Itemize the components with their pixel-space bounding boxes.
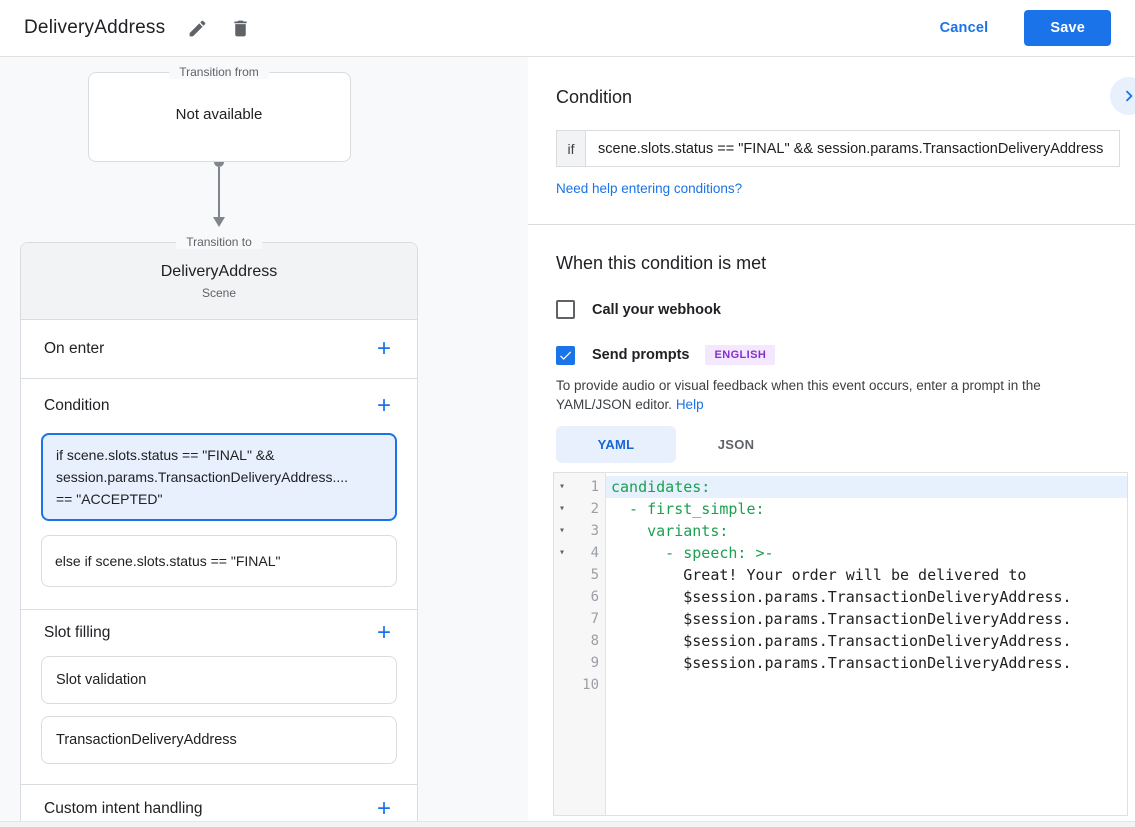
custom-intent-label: Custom intent handling bbox=[44, 800, 203, 817]
condition-section-label: Condition bbox=[44, 397, 110, 414]
fold-arrow-icon[interactable]: ▾ bbox=[558, 547, 566, 558]
call-webhook-label: Call your webhook bbox=[592, 301, 721, 318]
transition-from-value: Not available bbox=[175, 105, 263, 123]
edit-icon[interactable] bbox=[187, 18, 208, 39]
slot-filling-section: Slot filling + Slot validation Transacti… bbox=[21, 609, 417, 784]
code-line: 9 $session.params.TransactionDeliveryAdd… bbox=[590, 654, 1072, 672]
arrow-dot bbox=[214, 157, 224, 167]
fold-arrow-icon[interactable]: ▾ bbox=[558, 481, 566, 492]
condition-section: Condition + if scene.slots.status == "FI… bbox=[21, 378, 417, 587]
send-prompts-label: Send prompts bbox=[592, 347, 690, 363]
arrow-head-icon bbox=[213, 217, 225, 227]
chevron-right-icon bbox=[1125, 90, 1133, 102]
cancel-button[interactable]: Cancel bbox=[930, 12, 999, 44]
condition-section-row[interactable]: Condition + bbox=[21, 379, 417, 433]
transition-from-label: Transition from bbox=[169, 65, 269, 79]
condition-line: session.params.TransactionDeliveryAddres… bbox=[56, 469, 349, 485]
language-badge: ENGLISH bbox=[705, 345, 776, 365]
condition-line: else if scene.slots.status == "FINAL" bbox=[55, 553, 281, 569]
on-enter-row[interactable]: On enter + bbox=[21, 320, 417, 378]
arrow-line bbox=[218, 167, 220, 217]
horizontal-scrollbar[interactable] bbox=[0, 821, 1135, 827]
tab-json[interactable]: JSON bbox=[717, 437, 755, 452]
fold-arrow-icon[interactable]: ▾ bbox=[558, 525, 566, 536]
condition-line: if scene.slots.status == "FINAL" && bbox=[56, 447, 275, 463]
scene-type: Scene bbox=[201, 285, 237, 300]
slot-filling-label: Slot filling bbox=[44, 624, 111, 641]
scene-name: DeliveryAddress bbox=[160, 262, 278, 280]
add-on-enter-icon[interactable]: + bbox=[376, 335, 391, 362]
code-line: 8 $session.params.TransactionDeliveryAdd… bbox=[590, 632, 1072, 650]
yaml-code-editor[interactable]: ▾1 candidates: ▾2 - first_simple: ▾3 var… bbox=[553, 472, 1128, 816]
transition-to-label: Transition to bbox=[176, 235, 262, 249]
save-button[interactable]: Save bbox=[1024, 10, 1111, 46]
top-bar: DeliveryAddress Cancel Save bbox=[0, 0, 1135, 57]
add-slot-icon[interactable]: + bbox=[376, 619, 391, 646]
condition-panel-title: Condition bbox=[556, 87, 633, 107]
transition-arrow bbox=[20, 157, 418, 228]
code-line: ▾3 variants: bbox=[554, 520, 1127, 542]
on-enter-label: On enter bbox=[44, 340, 105, 357]
webhook-row: Call your webhook bbox=[556, 300, 1107, 319]
code-line: ▾2 - first_simple: bbox=[554, 498, 1127, 520]
scene-card-header[interactable]: DeliveryAddress Scene bbox=[21, 243, 417, 320]
condition-line: == "ACCEPTED" bbox=[56, 491, 163, 507]
prompt-description: To provide audio or visual feedback when… bbox=[556, 376, 1118, 414]
help-link[interactable]: Help bbox=[675, 397, 704, 412]
transaction-delivery-address-card[interactable]: TransactionDeliveryAddress bbox=[41, 716, 397, 764]
editor-tabs: YAML JSON bbox=[556, 426, 1107, 463]
condition-detail-panel: Condition if scene.slots.status == "FINA… bbox=[528, 57, 1135, 827]
condition-card-else[interactable]: else if scene.slots.status == "FINAL" bbox=[41, 535, 397, 587]
checkmark-icon bbox=[560, 351, 572, 360]
delete-icon[interactable] bbox=[230, 18, 251, 39]
prompt-description-text: To provide audio or visual feedback when… bbox=[556, 378, 1041, 412]
fold-arrow-icon[interactable]: ▾ bbox=[558, 503, 566, 514]
transition-from-box[interactable]: Transition from Not available bbox=[87, 65, 351, 162]
custom-intent-row[interactable]: Custom intent handling + bbox=[21, 784, 417, 827]
condition-card-selected[interactable]: if scene.slots.status == "FINAL" && sess… bbox=[41, 433, 397, 521]
condition-help-link[interactable]: Need help entering conditions? bbox=[556, 181, 743, 196]
when-condition-title: When this condition is met bbox=[556, 253, 767, 273]
call-webhook-checkbox[interactable] bbox=[556, 300, 575, 319]
slot-validation-card[interactable]: Slot validation bbox=[41, 656, 397, 704]
scene-diagram-panel: Transition from Not available Transition… bbox=[0, 57, 528, 827]
condition-expression-input[interactable]: scene.slots.status == "FINAL" && session… bbox=[585, 130, 1120, 167]
add-condition-icon[interactable]: + bbox=[376, 392, 391, 419]
send-prompts-checkbox[interactable] bbox=[556, 345, 575, 365]
code-line: ▾4 - speech: >- bbox=[554, 542, 1127, 564]
page-title: DeliveryAddress bbox=[24, 17, 166, 38]
code-line: 7 $session.params.TransactionDeliveryAdd… bbox=[590, 610, 1072, 628]
code-line: ▾1 candidates: bbox=[554, 476, 1127, 498]
section-divider bbox=[528, 224, 1135, 225]
slot-filling-row[interactable]: Slot filling + bbox=[21, 610, 417, 656]
if-label: if bbox=[556, 130, 586, 167]
scene-card: Transition to DeliveryAddress Scene On e… bbox=[20, 235, 418, 827]
code-line: 10 bbox=[582, 677, 599, 693]
collapse-panel-button[interactable] bbox=[1110, 77, 1135, 115]
code-line: 5 Great! Your order will be delivered to bbox=[590, 566, 1027, 584]
add-custom-intent-icon[interactable]: + bbox=[376, 795, 391, 822]
code-line: 6 $session.params.TransactionDeliveryAdd… bbox=[590, 588, 1072, 606]
editor-gutter bbox=[554, 473, 606, 815]
tab-yaml[interactable]: YAML bbox=[556, 426, 676, 463]
send-prompts-row: Send prompts ENGLISH bbox=[556, 345, 1107, 365]
